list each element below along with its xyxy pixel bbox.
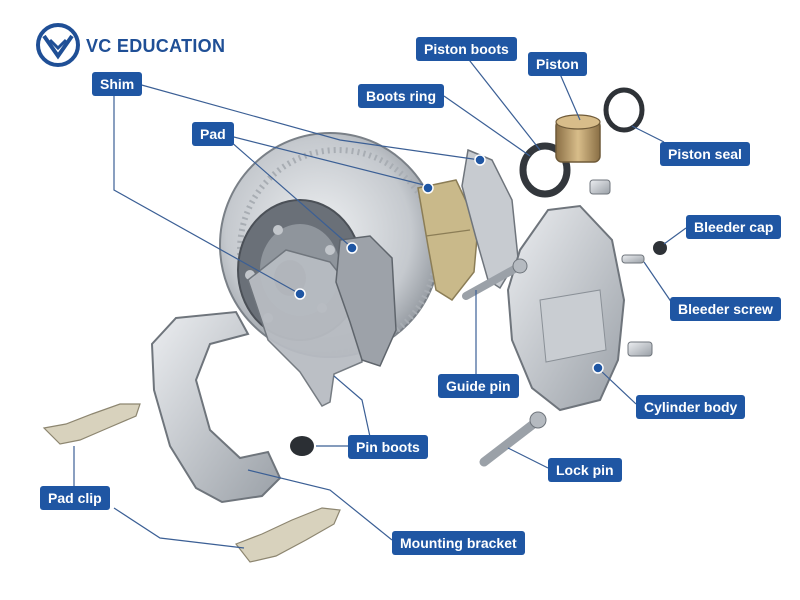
label-guide-pin: Guide pin: [438, 374, 519, 398]
leader-pin-boots-2: [333, 375, 373, 447]
leader-boots-ring: [443, 95, 531, 157]
bolt-small: [589, 179, 611, 195]
leader-piston-boots: [465, 55, 541, 151]
anchor-shim-front: [294, 288, 306, 300]
lock-pin: [479, 411, 547, 467]
piston-seal: [603, 87, 645, 133]
leader-pad-clip-2: [113, 507, 245, 549]
piston: [555, 114, 601, 163]
mounting-bracket: [150, 310, 282, 504]
pad-on-disc: [335, 235, 397, 367]
label-cylinder-body: Cylinder body: [636, 395, 746, 419]
label-piston-boots: Piston boots: [416, 37, 517, 61]
guide-pin: [462, 258, 528, 300]
leader-pad-friction: [221, 133, 429, 187]
label-piston: Piston: [528, 52, 587, 76]
leader-lines: [73, 55, 687, 549]
anchor-dots: [294, 154, 604, 374]
bleeder-screw: [621, 254, 645, 264]
label-pad: Pad: [192, 122, 234, 146]
bolt-cylinder: [627, 341, 653, 357]
bleeder-cap: [653, 241, 667, 255]
anchor-cylinder: [592, 362, 604, 374]
label-pin-boots: Pin boots: [348, 435, 428, 459]
label-piston-seal: Piston seal: [660, 142, 750, 166]
anchor-pad: [346, 242, 358, 254]
shim-rear: [461, 148, 519, 290]
label-shim: Shim: [92, 72, 143, 96]
pad-clip-upper: [42, 403, 141, 445]
pad-clip-lower: [235, 507, 341, 563]
label-lock-pin: Lock pin: [548, 458, 622, 482]
pad-friction: [417, 179, 479, 301]
pin-boots: [290, 436, 314, 456]
brand-name: VC EDUCATION: [86, 36, 226, 56]
cylinder-body: [506, 204, 626, 412]
label-bleeder-screw: Bleeder screw: [670, 297, 781, 321]
leader-lock-pin: [507, 447, 549, 469]
leader-shim-rear: [137, 83, 481, 161]
label-bleeder-cap: Bleeder cap: [686, 215, 782, 239]
leader-bleeder-cap: [663, 227, 687, 245]
leader-cylinder-body: [599, 369, 637, 405]
boots-ring: [519, 142, 571, 198]
leader-shim-front: [113, 94, 301, 295]
anchor-shim-rear: [474, 154, 486, 166]
leader-piston: [559, 73, 581, 121]
leader-bleeder-screw: [643, 261, 675, 307]
label-boots-ring: Boots ring: [358, 84, 444, 108]
shim-front: [247, 249, 363, 407]
leader-pad: [221, 133, 351, 247]
brand-logo-icon: [36, 23, 80, 67]
leader-mounting-bracket: [247, 469, 393, 541]
label-pad-clip: Pad clip: [40, 486, 110, 510]
leader-piston-seal: [631, 125, 665, 143]
label-mounting-bracket: Mounting bracket: [392, 531, 525, 555]
anchor-pad-friction: [422, 182, 434, 194]
